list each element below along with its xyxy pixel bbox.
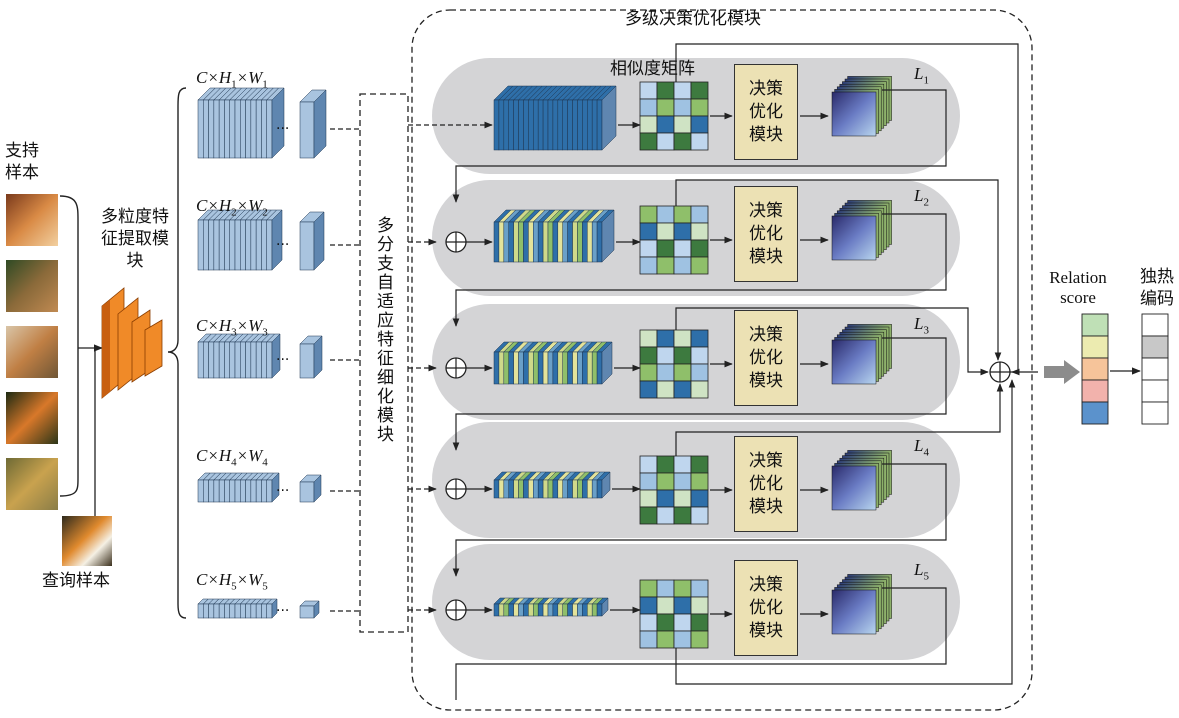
decision-module-text-5: 决策优化模块 <box>749 574 783 641</box>
similarity-matrix-3 <box>639 329 709 399</box>
stage-3-refined-feature <box>493 341 613 385</box>
decision-module-box-1: 决策优化模块 <box>734 64 798 160</box>
output-cube-1 <box>831 76 892 137</box>
duckling-image <box>6 458 58 510</box>
branch-3-small-block <box>299 335 323 379</box>
one-hot-cell-1 <box>1141 313 1169 337</box>
output-arrow <box>1044 360 1080 384</box>
stage-2-refined-feature <box>493 209 615 263</box>
branch-5-ellipsis: ··· <box>276 603 289 619</box>
branch-5-feature-block <box>197 598 278 619</box>
branch-1-small-block <box>299 89 327 159</box>
relation-score-label: Relation score <box>1049 268 1107 307</box>
feedback-line-5 <box>455 587 947 700</box>
output-cube-2 <box>831 200 892 261</box>
branch-5-size-label: C×H5×W5 <box>196 570 268 593</box>
similarity-matrix-label: 相似度矩阵 <box>610 59 695 79</box>
one-hot-label: 独热编码 <box>1140 267 1174 309</box>
stage-4-refined-feature <box>493 471 611 499</box>
decision-module-text-4: 决策优化模块 <box>749 450 783 517</box>
multi-level-module-boundary <box>411 9 1033 711</box>
score-cell-5 <box>1081 401 1109 425</box>
feedback-line-3 <box>452 337 947 451</box>
branch-2-small-block <box>299 211 325 271</box>
decision-module-text-1: 决策优化模块 <box>749 78 783 145</box>
feedback-line-1 <box>452 89 947 203</box>
similarity-matrix-1 <box>639 81 709 151</box>
decision-module-box-3: 决策优化模块 <box>734 310 798 406</box>
tiger-image <box>6 392 58 444</box>
extractor-blocks <box>101 287 163 399</box>
multi-level-module-label: 多级决策优化模块 <box>625 9 761 29</box>
stage-4-to-merge <box>675 383 1004 456</box>
branch-2-size-label: C×H2×W2 <box>196 196 268 219</box>
branch-4-ellipsis: ··· <box>276 483 289 499</box>
decision-module-box-2: 决策优化模块 <box>734 186 798 282</box>
loss-4-label: L4 <box>914 436 929 459</box>
branch-3-ellipsis: ··· <box>276 352 289 368</box>
branch-brace <box>167 87 187 619</box>
score-cell-2 <box>1081 335 1109 359</box>
support-samples-label: 支持样本 <box>5 141 39 183</box>
stage-5-refined-feature <box>493 597 609 617</box>
one-hot-cell-3 <box>1141 357 1169 381</box>
similarity-matrix-4 <box>639 455 709 525</box>
branch-3-size-label: C×H3×W3 <box>196 316 268 339</box>
multi-branch-module-box <box>359 93 409 633</box>
branch-2-feature-block <box>197 209 283 271</box>
feedback-line-2 <box>452 213 947 327</box>
one-hot-cell-4 <box>1141 379 1169 403</box>
stage-1-refined-feature <box>493 85 617 151</box>
branch-2-ellipsis: ··· <box>276 237 289 253</box>
score-cell-1 <box>1081 313 1109 337</box>
similarity-matrix-5 <box>639 579 709 649</box>
feedback-line-4 <box>452 463 947 577</box>
kitten-image <box>6 194 58 246</box>
branch-1-size-label: C×H1×W1 <box>196 68 268 91</box>
loss-3-label: L3 <box>914 314 929 337</box>
branch-1-ellipsis: ··· <box>276 121 289 137</box>
loss-1-label: L1 <box>914 64 929 87</box>
decision-module-box-5: 决策优化模块 <box>734 560 798 656</box>
output-cube-3 <box>831 324 892 385</box>
relation-score-column <box>1081 313 1109 425</box>
query-sample-label: 查询样本 <box>42 571 110 591</box>
decision-module-box-4: 决策优化模块 <box>734 436 798 532</box>
stage-5-to-merge <box>675 379 1016 685</box>
decision-module-text-2: 决策优化模块 <box>749 200 783 267</box>
tiger-face-image <box>62 516 112 566</box>
similarity-matrix-2 <box>639 205 709 275</box>
branch-4-small-block <box>299 474 322 503</box>
stage-2-to-merge <box>675 179 1002 361</box>
support-bracket <box>59 195 79 497</box>
branch-4-size-label: C×H4×W4 <box>196 446 268 469</box>
one-hot-column <box>1141 313 1169 425</box>
output-cube-4 <box>831 450 892 511</box>
stage-3-to-merge <box>675 307 989 376</box>
multi-granularity-module-label: 多粒度特征提取模块 <box>101 207 169 271</box>
fox-cub-image <box>6 326 58 378</box>
output-cube-5 <box>831 574 892 635</box>
branch-3-feature-block <box>197 333 281 379</box>
branch-1-feature-block <box>197 87 285 159</box>
loss-2-label: L2 <box>914 186 929 209</box>
branch-4-feature-block <box>197 472 280 503</box>
fox-image <box>6 260 58 312</box>
loss-5-label: L5 <box>914 560 929 583</box>
decision-module-text-3: 决策优化模块 <box>749 324 783 391</box>
score-cell-4 <box>1081 379 1109 403</box>
score-cell-3 <box>1081 357 1109 381</box>
one-hot-cell-5 <box>1141 401 1169 425</box>
multi-branch-module-label: 多分支自适应特征细化模块 <box>373 216 393 444</box>
one-hot-cell-2 <box>1141 335 1169 359</box>
branch-5-small-block <box>299 600 320 619</box>
